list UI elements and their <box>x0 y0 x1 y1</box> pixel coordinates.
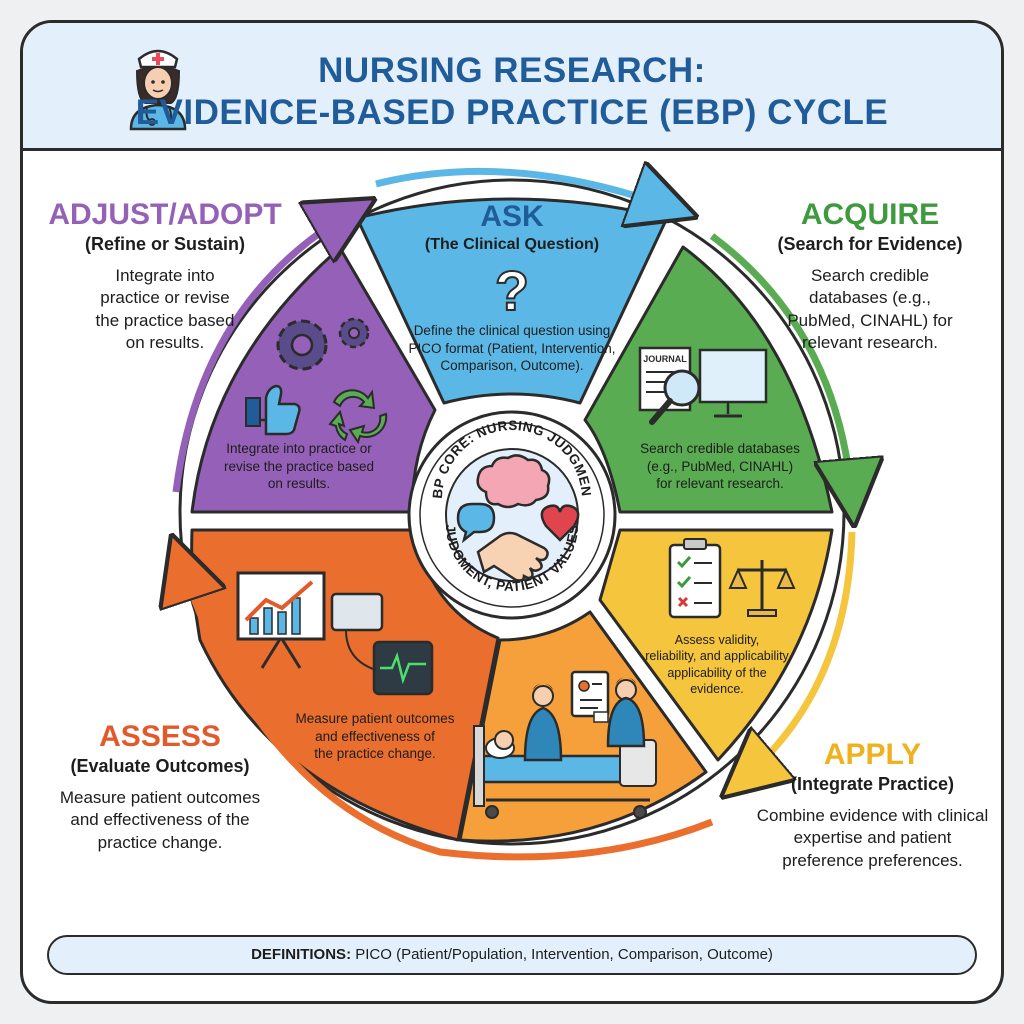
adjust-wedge-text: Integrate into practice or revise the pr… <box>223 441 375 492</box>
checklist-scale-icon <box>668 538 796 619</box>
definitions-label: DEFINITIONS: <box>251 946 352 963</box>
cycle-arrow-ask <box>375 171 672 208</box>
apply-wedge-text: Assess validity, reliability, and applic… <box>645 633 789 696</box>
cycle-arrow-acquire <box>709 233 852 500</box>
adjust-label: ADJUST/ADOPT (Refine or Sustain) Integra… <box>40 198 290 355</box>
speech-bubble-icon <box>456 502 496 544</box>
apply-label: APPLY (Integrate Practice) Combine evide… <box>745 738 1000 872</box>
question-mark-icon: ? <box>495 259 529 322</box>
assess-name: ASSESS <box>99 720 221 753</box>
apply-subtitle: (Integrate Practice) <box>790 774 955 794</box>
definitions-text: PICO (Patient/Population, Intervention, … <box>351 946 773 963</box>
acquire-label: ACQUIRE (Search for Evidence) Search cre… <box>740 198 1000 355</box>
brain-icon <box>476 454 551 509</box>
assess-label: ASSESS (Evaluate Outcomes) Measure patie… <box>30 720 290 854</box>
title-line-2: EVIDENCE-BASED PRACTICE (EBP) CYCLE <box>135 93 889 132</box>
apply-name: APPLY <box>823 738 922 771</box>
acquire-description: Search credible databases (e.g., PubMed,… <box>787 266 953 353</box>
heart-icon <box>540 504 580 542</box>
ask-subtitle: (The Clinical Question) <box>424 236 600 253</box>
header: NURSING RESEARCH: EVIDENCE-BASED PRACTIC… <box>23 23 1001 151</box>
cycle-arrow-apply <box>742 531 856 780</box>
assess-subtitle: (Evaluate Outcomes) <box>70 756 250 776</box>
assess-description: Measure patient outcomes and effectivene… <box>59 788 261 852</box>
apply-description: Combine evidence with clinical expertise… <box>756 806 989 870</box>
adjust-name: ADJUST/ADOPT <box>48 198 282 231</box>
ask-name: ASK <box>480 200 544 233</box>
acquire-subtitle: (Search for Evidence) <box>777 234 963 254</box>
ask-label: ASK (The Clinical Question) <box>362 200 662 254</box>
nurses-bedside-icon <box>473 670 657 819</box>
handshake-icon <box>476 531 549 582</box>
journal-label: JOURNAL <box>643 354 687 364</box>
chart-monitor-icon <box>236 571 434 696</box>
acquire-wedge-text: Search credible databases (e.g., PubMed,… <box>640 441 800 492</box>
title-line-1: NURSING RESEARCH: <box>318 51 706 90</box>
adjust-subtitle: (Refine or Sustain) <box>84 234 245 254</box>
adjust-description: Integrate into practice or revise the pr… <box>95 266 235 353</box>
acquire-name: ACQUIRE <box>800 198 940 231</box>
assess-wedge-text: Measure patient outcomes and effectivene… <box>295 711 455 762</box>
definitions-footer: DEFINITIONS: PICO (Patient/Population, I… <box>47 935 977 975</box>
cycle-arrow-adjust <box>172 212 352 493</box>
gears-thumb-recycle-icon <box>245 317 388 445</box>
nurse-avatar-icon <box>129 49 187 131</box>
ask-wedge-text: Define the clinical question using PICO … <box>408 323 616 374</box>
adjust-wedge <box>190 246 437 514</box>
cycle-arrow-assess <box>180 560 714 861</box>
magnifier-journal-icon: JOURNAL <box>638 346 768 425</box>
